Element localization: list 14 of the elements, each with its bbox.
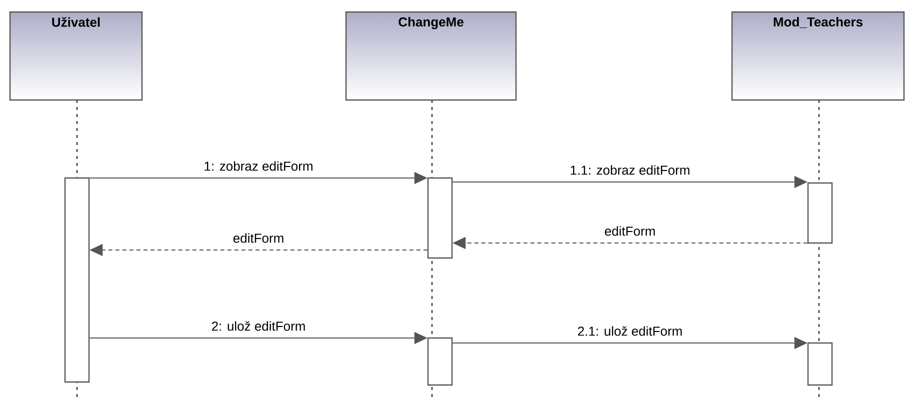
lifeline-head: ChangeMe [345, 11, 517, 101]
edge-label: 1: zobraz editForm [202, 160, 314, 172]
edge-label: 2: ulož editForm [210, 320, 307, 332]
activation-bar [64, 177, 90, 383]
lifeline-head: Uživatel [9, 11, 143, 101]
edge-label: 1.1: zobraz editForm [568, 164, 692, 176]
activation-bar [427, 177, 453, 259]
activation-bar [427, 337, 453, 386]
edge-label: editForm [232, 232, 286, 244]
edge-label: editForm [603, 225, 657, 237]
lifeline-head: Mod_Teachers [731, 11, 905, 101]
activation-bar [807, 182, 833, 244]
edge-label: 2.1: ulož editForm [576, 325, 684, 337]
activation-bar [807, 342, 833, 386]
